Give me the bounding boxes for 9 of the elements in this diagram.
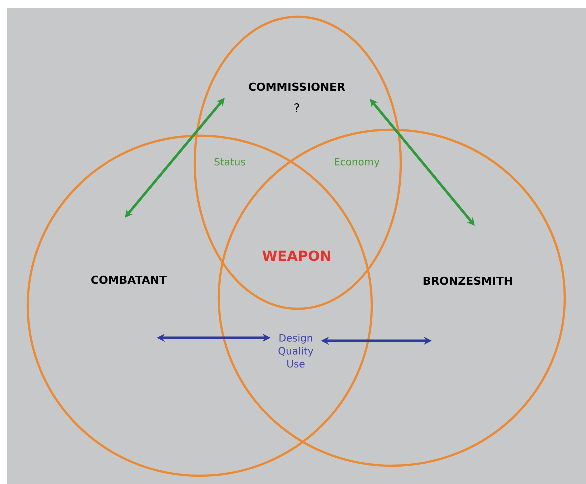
overlap-text: Design Quality Use	[278, 334, 314, 368]
circle-label: BRONZESMITH	[424, 276, 512, 286]
region-label: WEAPON	[262, 250, 330, 262]
circle-label: ?	[294, 104, 300, 112]
circle-label: COMMISSIONER	[249, 82, 346, 92]
region-label: Economy	[335, 158, 380, 168]
circle-label: COMBATANT	[92, 276, 167, 284]
region-label: Status	[214, 158, 246, 166]
double-arrow	[125, 98, 225, 218]
